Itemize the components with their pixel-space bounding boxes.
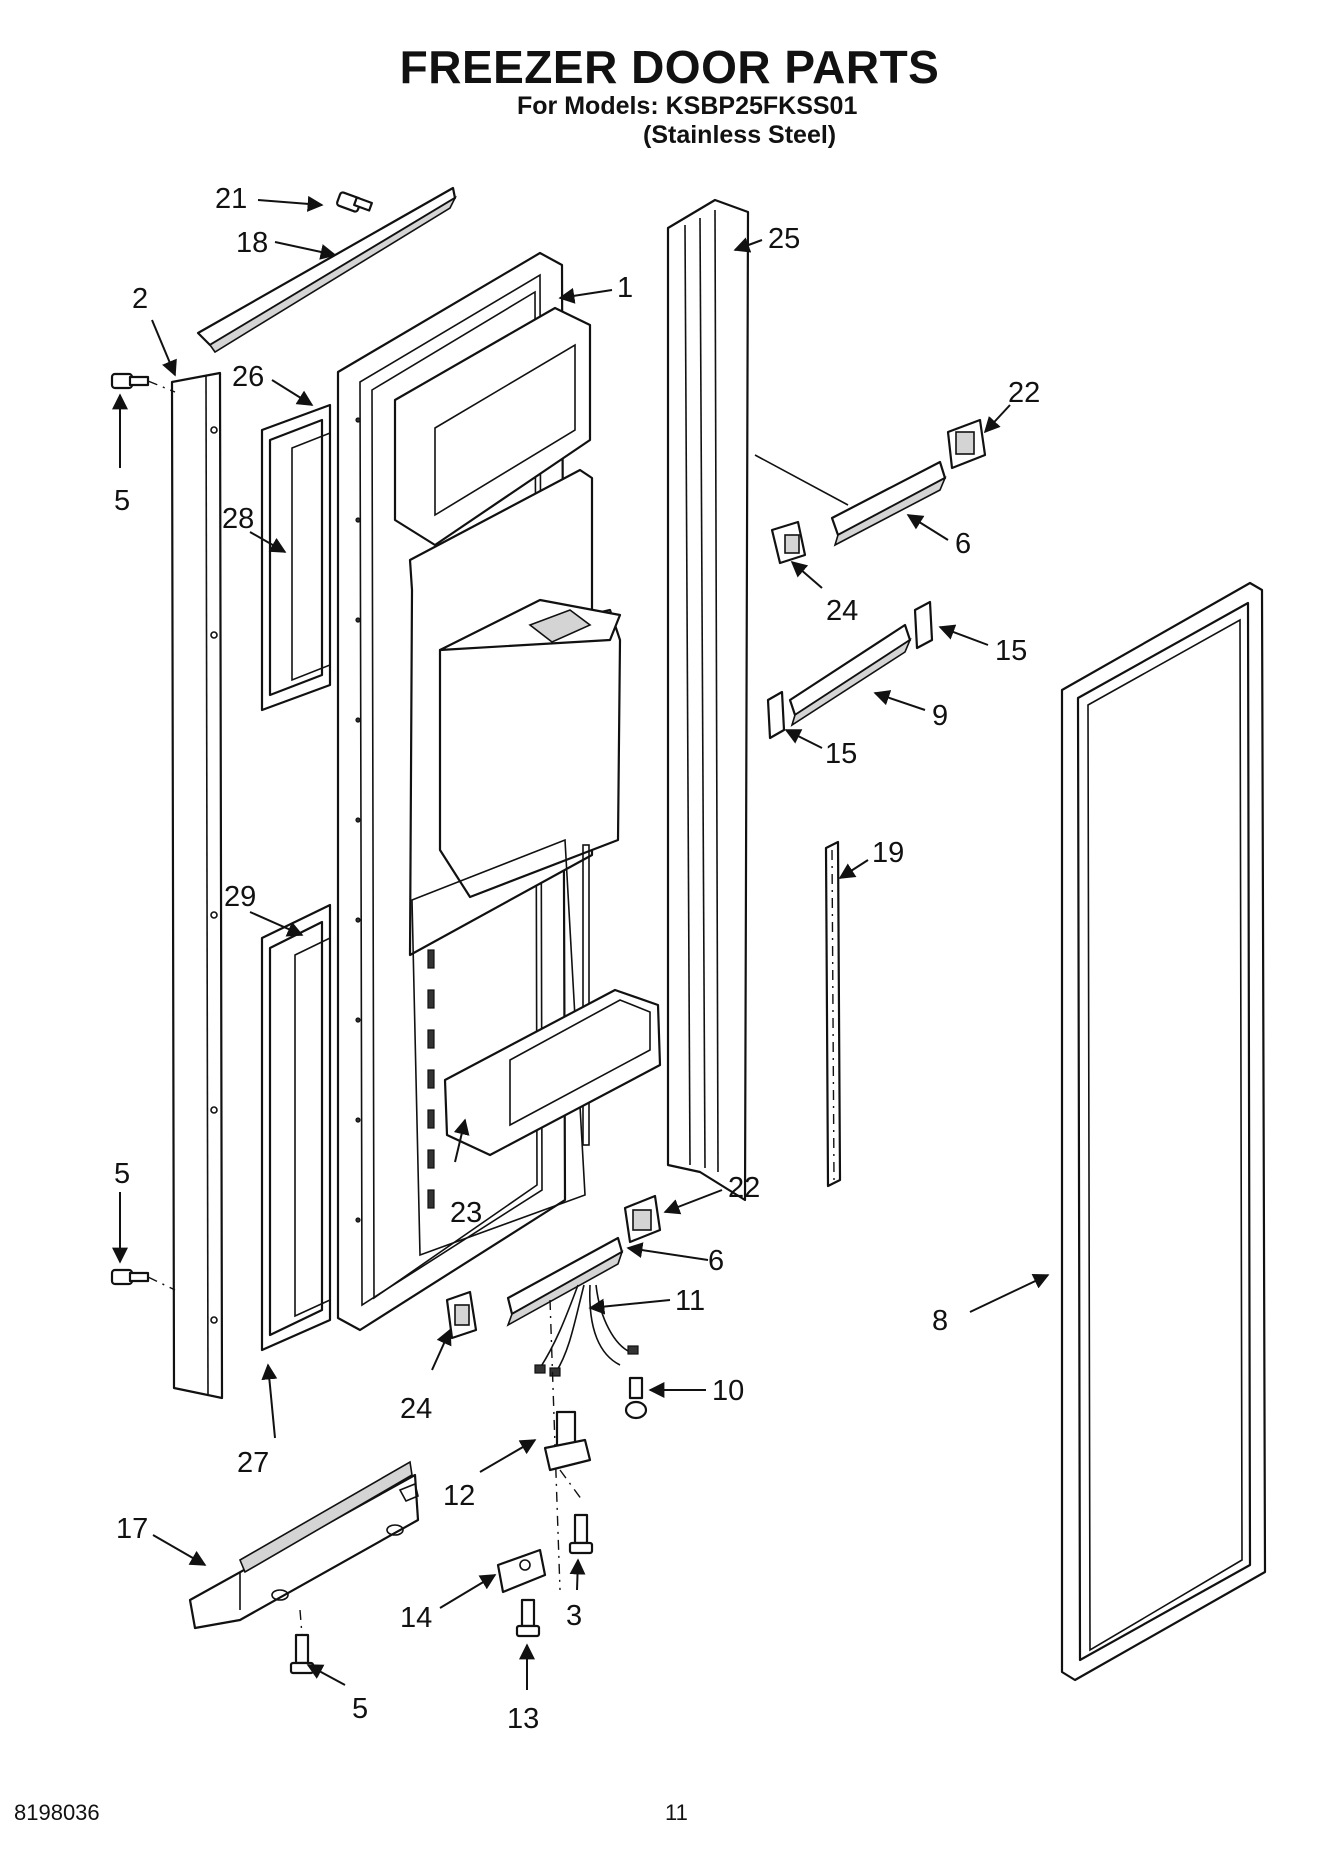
part-21-screw xyxy=(336,191,373,213)
part-12-hinge-pin xyxy=(543,1410,592,1501)
part-24-clip-lower xyxy=(445,1290,478,1340)
callout-13: 13 xyxy=(507,1703,539,1735)
part-2-left-trim xyxy=(170,371,224,1400)
callout-18: 18 xyxy=(236,227,268,259)
callout-23: 23 xyxy=(450,1197,482,1229)
callout-6-upper: 6 xyxy=(955,528,971,560)
part-22-clip-upper xyxy=(946,418,987,470)
part-3-screw xyxy=(568,1513,594,1555)
liner-lower-slots xyxy=(427,949,435,1209)
part-1-door-liner xyxy=(336,251,622,1332)
callout-24-lower: 24 xyxy=(400,1393,432,1425)
leader-lines xyxy=(112,195,1050,1690)
part-29-27-lower-panel xyxy=(260,903,332,1352)
part-5-screw-upper xyxy=(110,372,176,393)
part-24-clip-upper xyxy=(770,520,807,565)
callout-14: 14 xyxy=(400,1602,432,1634)
callout-10: 10 xyxy=(712,1375,744,1407)
part-5-screw-bottom xyxy=(289,1609,315,1675)
liner-rail-holes xyxy=(355,417,361,1223)
part-10-screw xyxy=(624,1376,648,1420)
part-11-wire-harness xyxy=(534,1284,639,1377)
part-19-vertical-strip xyxy=(824,840,842,1188)
callout-5-bottom: 5 xyxy=(352,1693,368,1725)
callout-1: 1 xyxy=(617,272,633,304)
part-22-clip-lower xyxy=(623,1194,662,1244)
part-15-bracket-upper xyxy=(913,600,934,650)
part-17-bottom-trim xyxy=(188,1460,420,1630)
callout-12: 12 xyxy=(443,1480,475,1512)
callout-6-lower: 6 xyxy=(708,1245,724,1277)
callout-17: 17 xyxy=(116,1513,148,1545)
callout-19: 19 xyxy=(872,837,904,869)
part-14-hinge-bracket xyxy=(496,1548,547,1594)
part-9-rail xyxy=(788,623,912,727)
part-23-door-bin xyxy=(443,988,662,1157)
part-8-door-gasket xyxy=(1060,581,1267,1682)
callout-15-lower: 15 xyxy=(825,738,857,770)
part-18-top-trim xyxy=(196,186,457,354)
callout-8: 8 xyxy=(932,1305,948,1337)
part-26-28-upper-panel xyxy=(260,403,332,712)
part-15-bracket-lower xyxy=(766,690,786,740)
callout-22-lower: 22 xyxy=(728,1172,760,1204)
callout-3: 3 xyxy=(566,1600,582,1632)
models-line: For Models: KSBP25FKSS01 xyxy=(517,92,858,120)
callout-15-upper: 15 xyxy=(995,635,1027,667)
callout-2: 2 xyxy=(132,283,148,315)
callout-25: 25 xyxy=(768,223,800,255)
callout-21: 21 xyxy=(215,183,247,215)
part-13-screw xyxy=(515,1598,541,1638)
callout-27: 27 xyxy=(237,1447,269,1479)
page-title: FREEZER DOOR PARTS xyxy=(399,41,940,93)
callout-28: 28 xyxy=(222,503,254,535)
page-number: 11 xyxy=(665,1800,688,1825)
part-6-rail-upper xyxy=(754,454,947,547)
part-5-screw-lower xyxy=(110,1268,176,1291)
part-6-rail-lower xyxy=(506,1236,624,1327)
callout-22-upper: 22 xyxy=(1008,377,1040,409)
doc-number: 8198036 xyxy=(14,1800,100,1825)
part-25-vertical-gasket xyxy=(666,198,750,1202)
callout-5-lower: 5 xyxy=(114,1158,130,1190)
finish-line: (Stainless Steel) xyxy=(643,121,837,149)
callout-26: 26 xyxy=(232,361,264,393)
callout-labels: 21 18 1 2 26 5 28 29 5 27 17 5 25 22 6 2… xyxy=(114,183,1040,1735)
callout-24-upper: 24 xyxy=(826,595,858,627)
callout-11: 11 xyxy=(675,1285,705,1317)
callout-9: 9 xyxy=(932,700,948,732)
callout-5-upper: 5 xyxy=(114,485,130,517)
callout-29: 29 xyxy=(224,881,256,913)
